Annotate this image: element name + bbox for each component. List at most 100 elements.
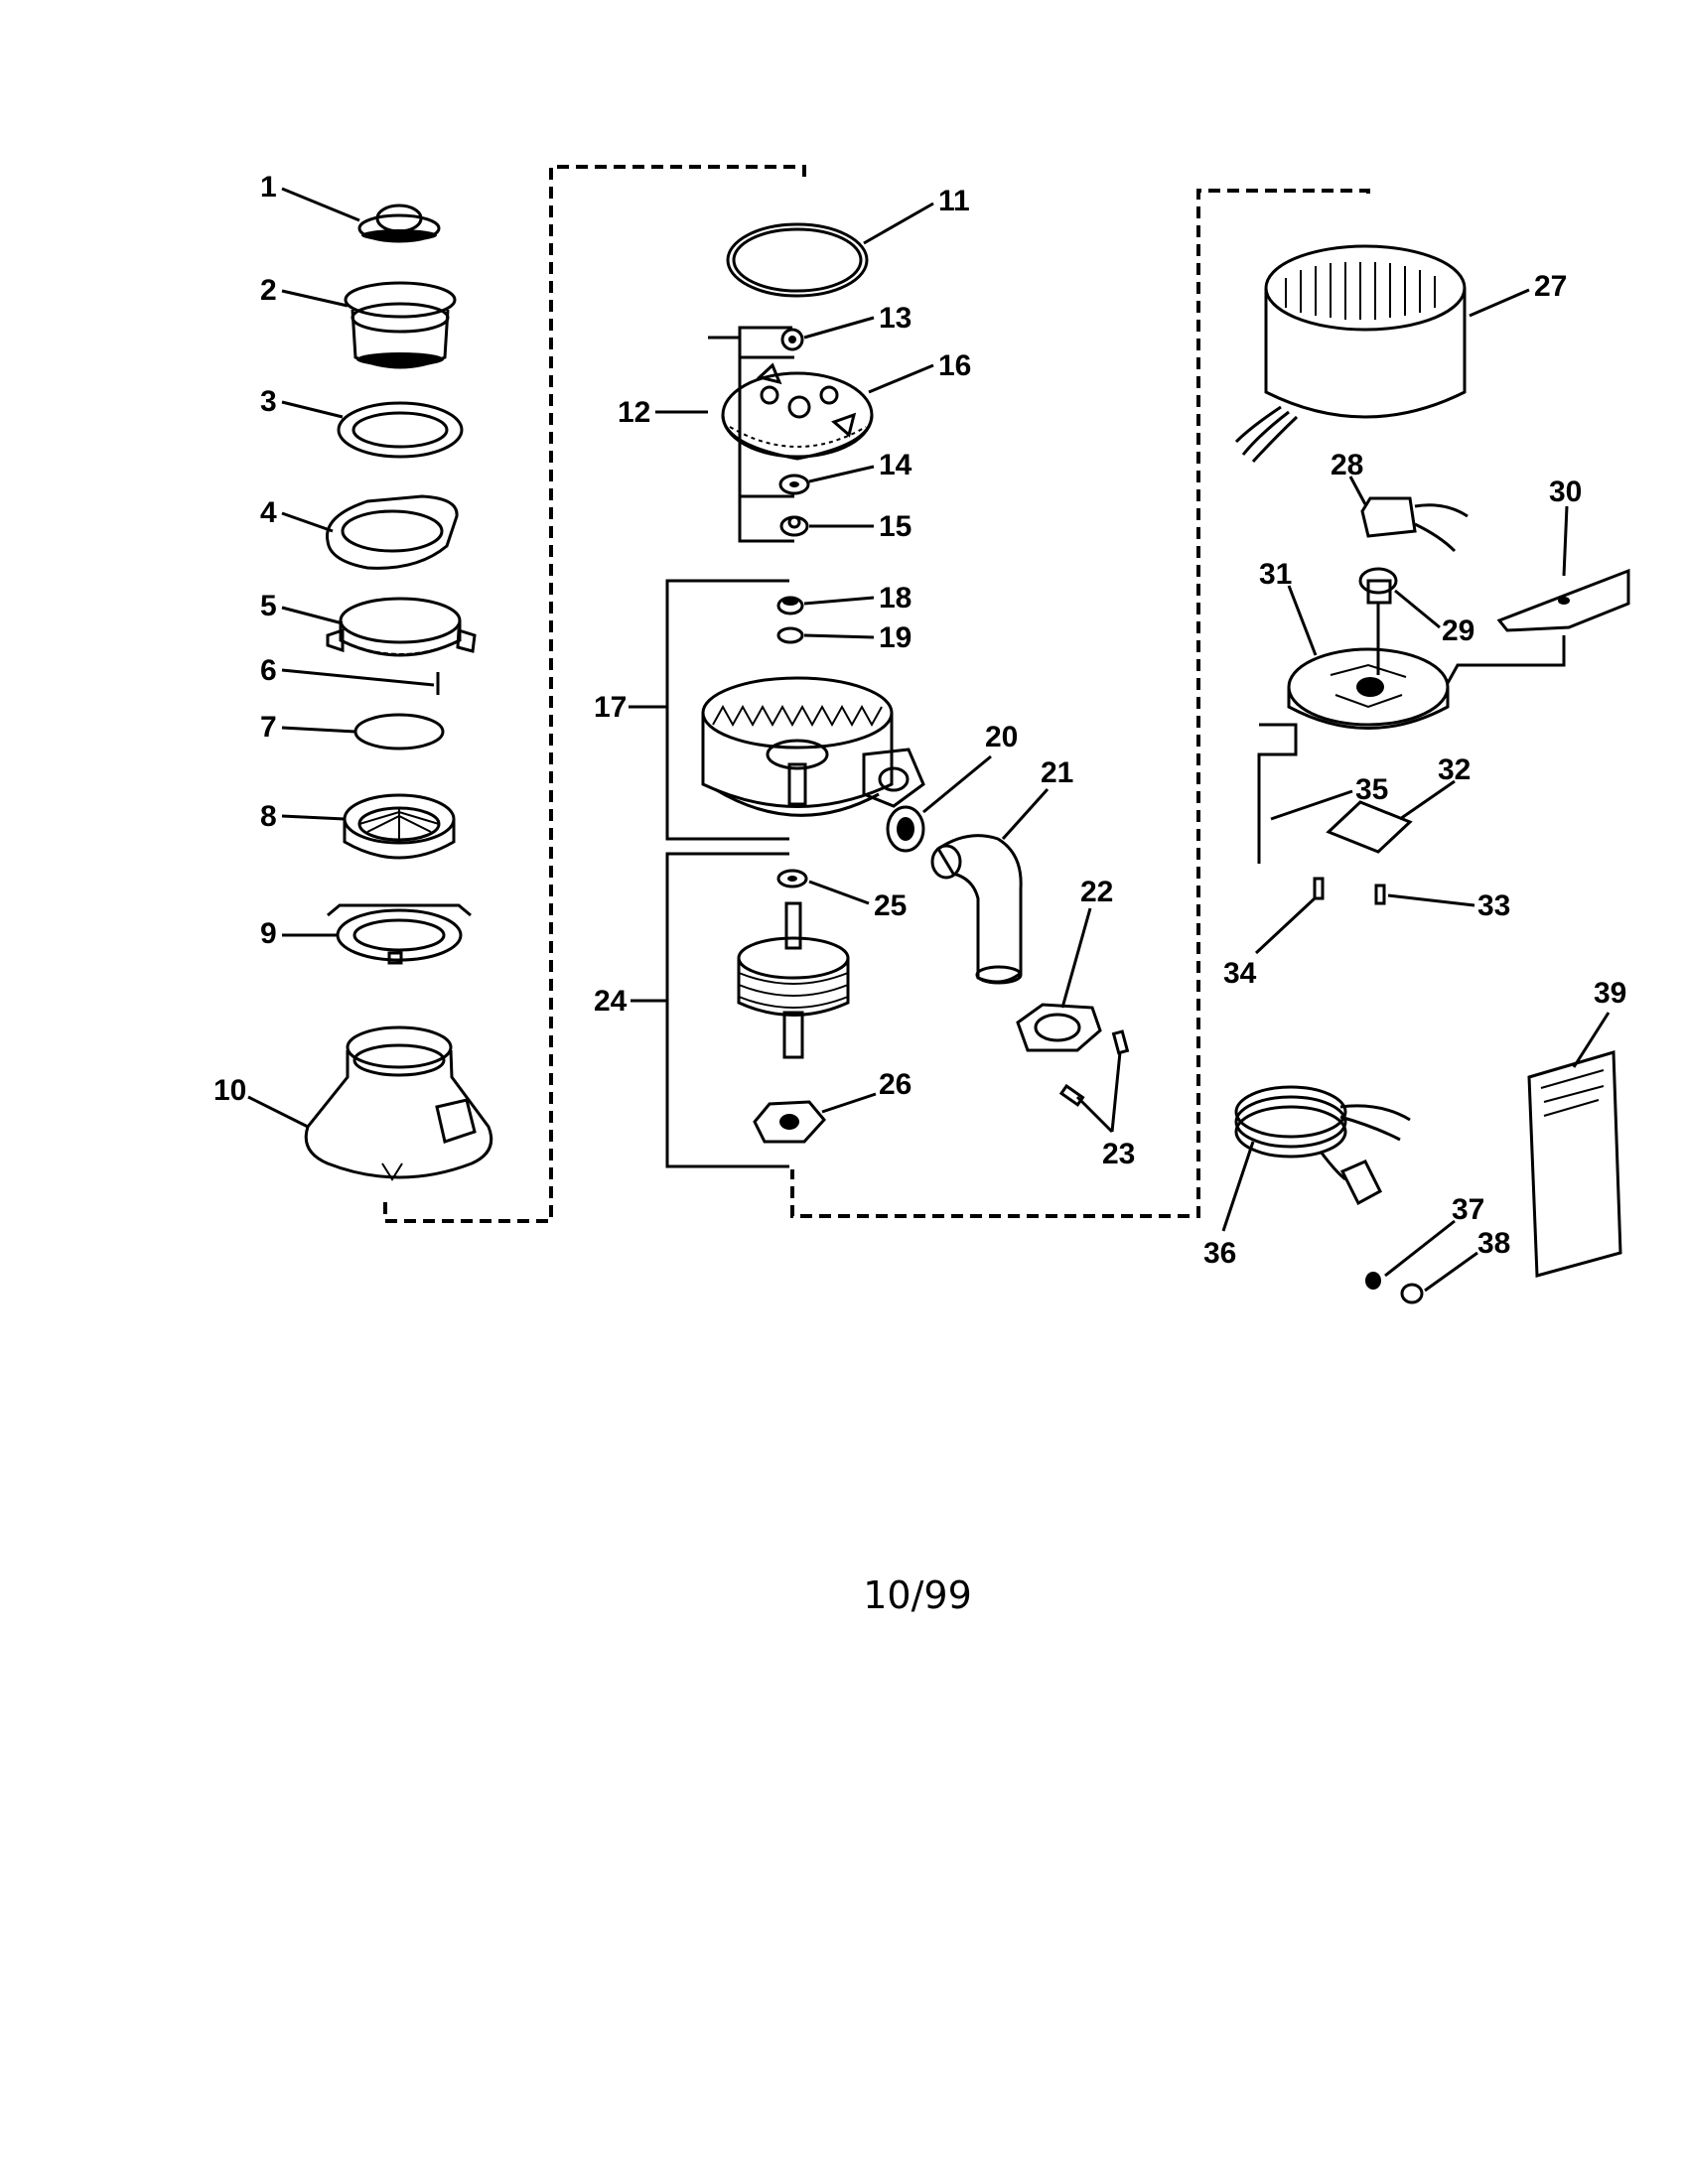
- part-36-power-cord: [1234, 1085, 1411, 1206]
- part-9-mounting-flange: [327, 903, 472, 965]
- bracket-24: [665, 852, 789, 1168]
- callout-38: 38: [1477, 1227, 1510, 1260]
- leader-23: [1075, 1051, 1122, 1134]
- bracket-17: [665, 579, 789, 841]
- callout-6: 6: [260, 654, 277, 687]
- callout-23: 23: [1102, 1138, 1135, 1170]
- leader-36: [1221, 1141, 1255, 1232]
- assembly-boundary-left: [383, 165, 806, 1223]
- callout-33: 33: [1477, 889, 1510, 922]
- callout-19: 19: [879, 621, 912, 654]
- part-16-grind-plate: [721, 362, 874, 461]
- leader-14: [808, 465, 875, 483]
- leader-18: [803, 596, 875, 606]
- leader-4: [281, 511, 334, 533]
- leader-13: [803, 316, 875, 340]
- callout-29: 29: [1442, 614, 1474, 647]
- callout-28: 28: [1331, 449, 1363, 481]
- part-21-elbow: [930, 834, 1023, 985]
- leader-25: [808, 880, 870, 905]
- part-19-washer: [776, 626, 804, 644]
- part-3-gasket: [337, 401, 464, 459]
- leader-26: [821, 1092, 877, 1114]
- part-38-wire-nut: [1400, 1283, 1424, 1304]
- callout-35: 35: [1355, 773, 1388, 806]
- part-27-stator: [1234, 244, 1467, 464]
- part-8-splash-guard: [343, 793, 456, 860]
- leader-38: [1424, 1251, 1478, 1293]
- callout-14: 14: [879, 449, 912, 481]
- leader-30: [1562, 505, 1569, 577]
- leader-34: [1254, 896, 1317, 955]
- callout-2: 2: [260, 274, 277, 307]
- leader-19: [803, 633, 875, 639]
- date-code: 10/99: [863, 1573, 972, 1617]
- callout-16: 16: [938, 349, 971, 382]
- part-15-nut: [779, 515, 809, 537]
- callout-36: 36: [1203, 1237, 1236, 1270]
- callout-24: 24: [594, 985, 628, 1018]
- part-10-hopper: [304, 1025, 493, 1181]
- leader-31: [1287, 585, 1318, 656]
- part-17-grind-chamber: [701, 676, 925, 817]
- leader-10: [247, 1095, 309, 1129]
- part-4-backup-ring: [326, 494, 459, 570]
- callout-25: 25: [874, 889, 907, 922]
- callout-39: 39: [1594, 977, 1626, 1010]
- leader-3: [281, 400, 344, 419]
- callout-11: 11: [938, 185, 970, 217]
- callout-37: 37: [1452, 1193, 1484, 1226]
- assembly-boundary-right: [790, 189, 1370, 1218]
- callout-20: 20: [985, 721, 1018, 753]
- part-37-wire-nut: [1365, 1272, 1381, 1290]
- part-22-flange: [1016, 1003, 1102, 1052]
- leader-5: [281, 606, 344, 625]
- leader-39: [1572, 1012, 1611, 1068]
- callout-26: 26: [879, 1068, 912, 1101]
- callout-21: 21: [1041, 756, 1073, 789]
- callout-4: 4: [260, 496, 277, 529]
- callout-30: 30: [1549, 476, 1582, 508]
- part-29-actuator: [1358, 567, 1398, 675]
- bracket-30: [1446, 635, 1566, 684]
- leader-21: [1001, 787, 1050, 841]
- leader-20: [922, 754, 992, 814]
- part-18-nut: [776, 596, 804, 615]
- callout-17: 17: [594, 691, 627, 724]
- callout-13: 13: [879, 302, 912, 335]
- part-30-bracket: [1496, 568, 1630, 632]
- part-24-rotor-shaft: [737, 901, 850, 1059]
- part-39-manual: [1527, 1050, 1622, 1278]
- bracket-12: [708, 326, 794, 543]
- callout-18: 18: [879, 582, 912, 614]
- callout-34: 34: [1223, 957, 1257, 990]
- part-11-o-ring: [726, 222, 869, 298]
- callout-1: 1: [260, 171, 277, 204]
- callout-22: 22: [1080, 876, 1113, 908]
- part-13-nut: [780, 328, 804, 351]
- part-34-screw: [1313, 877, 1325, 900]
- leader-35: [1270, 789, 1353, 821]
- part-25-washer: [776, 869, 808, 888]
- leader-33: [1387, 893, 1475, 907]
- callout-31: 31: [1259, 558, 1292, 591]
- callout-32: 32: [1438, 753, 1471, 786]
- part-35-wire: [1257, 723, 1298, 864]
- leader-28: [1348, 476, 1367, 505]
- leader-2: [281, 289, 349, 308]
- leader-7: [281, 726, 356, 734]
- leader-29: [1394, 589, 1441, 629]
- part-20-gasket: [886, 805, 925, 853]
- leader-22: [1060, 907, 1092, 1009]
- callout-8: 8: [260, 800, 277, 833]
- part-26-bearing: [753, 1100, 826, 1144]
- leader-8: [281, 814, 346, 821]
- callout-3: 3: [260, 385, 277, 418]
- leader-6: [281, 668, 435, 687]
- part-28-switch: [1360, 496, 1469, 553]
- callout-5: 5: [260, 590, 277, 622]
- part-2-sink-flange: [344, 281, 457, 369]
- part-1-stopper: [357, 204, 441, 243]
- leader-37: [1384, 1219, 1456, 1278]
- callout-9: 9: [260, 917, 277, 950]
